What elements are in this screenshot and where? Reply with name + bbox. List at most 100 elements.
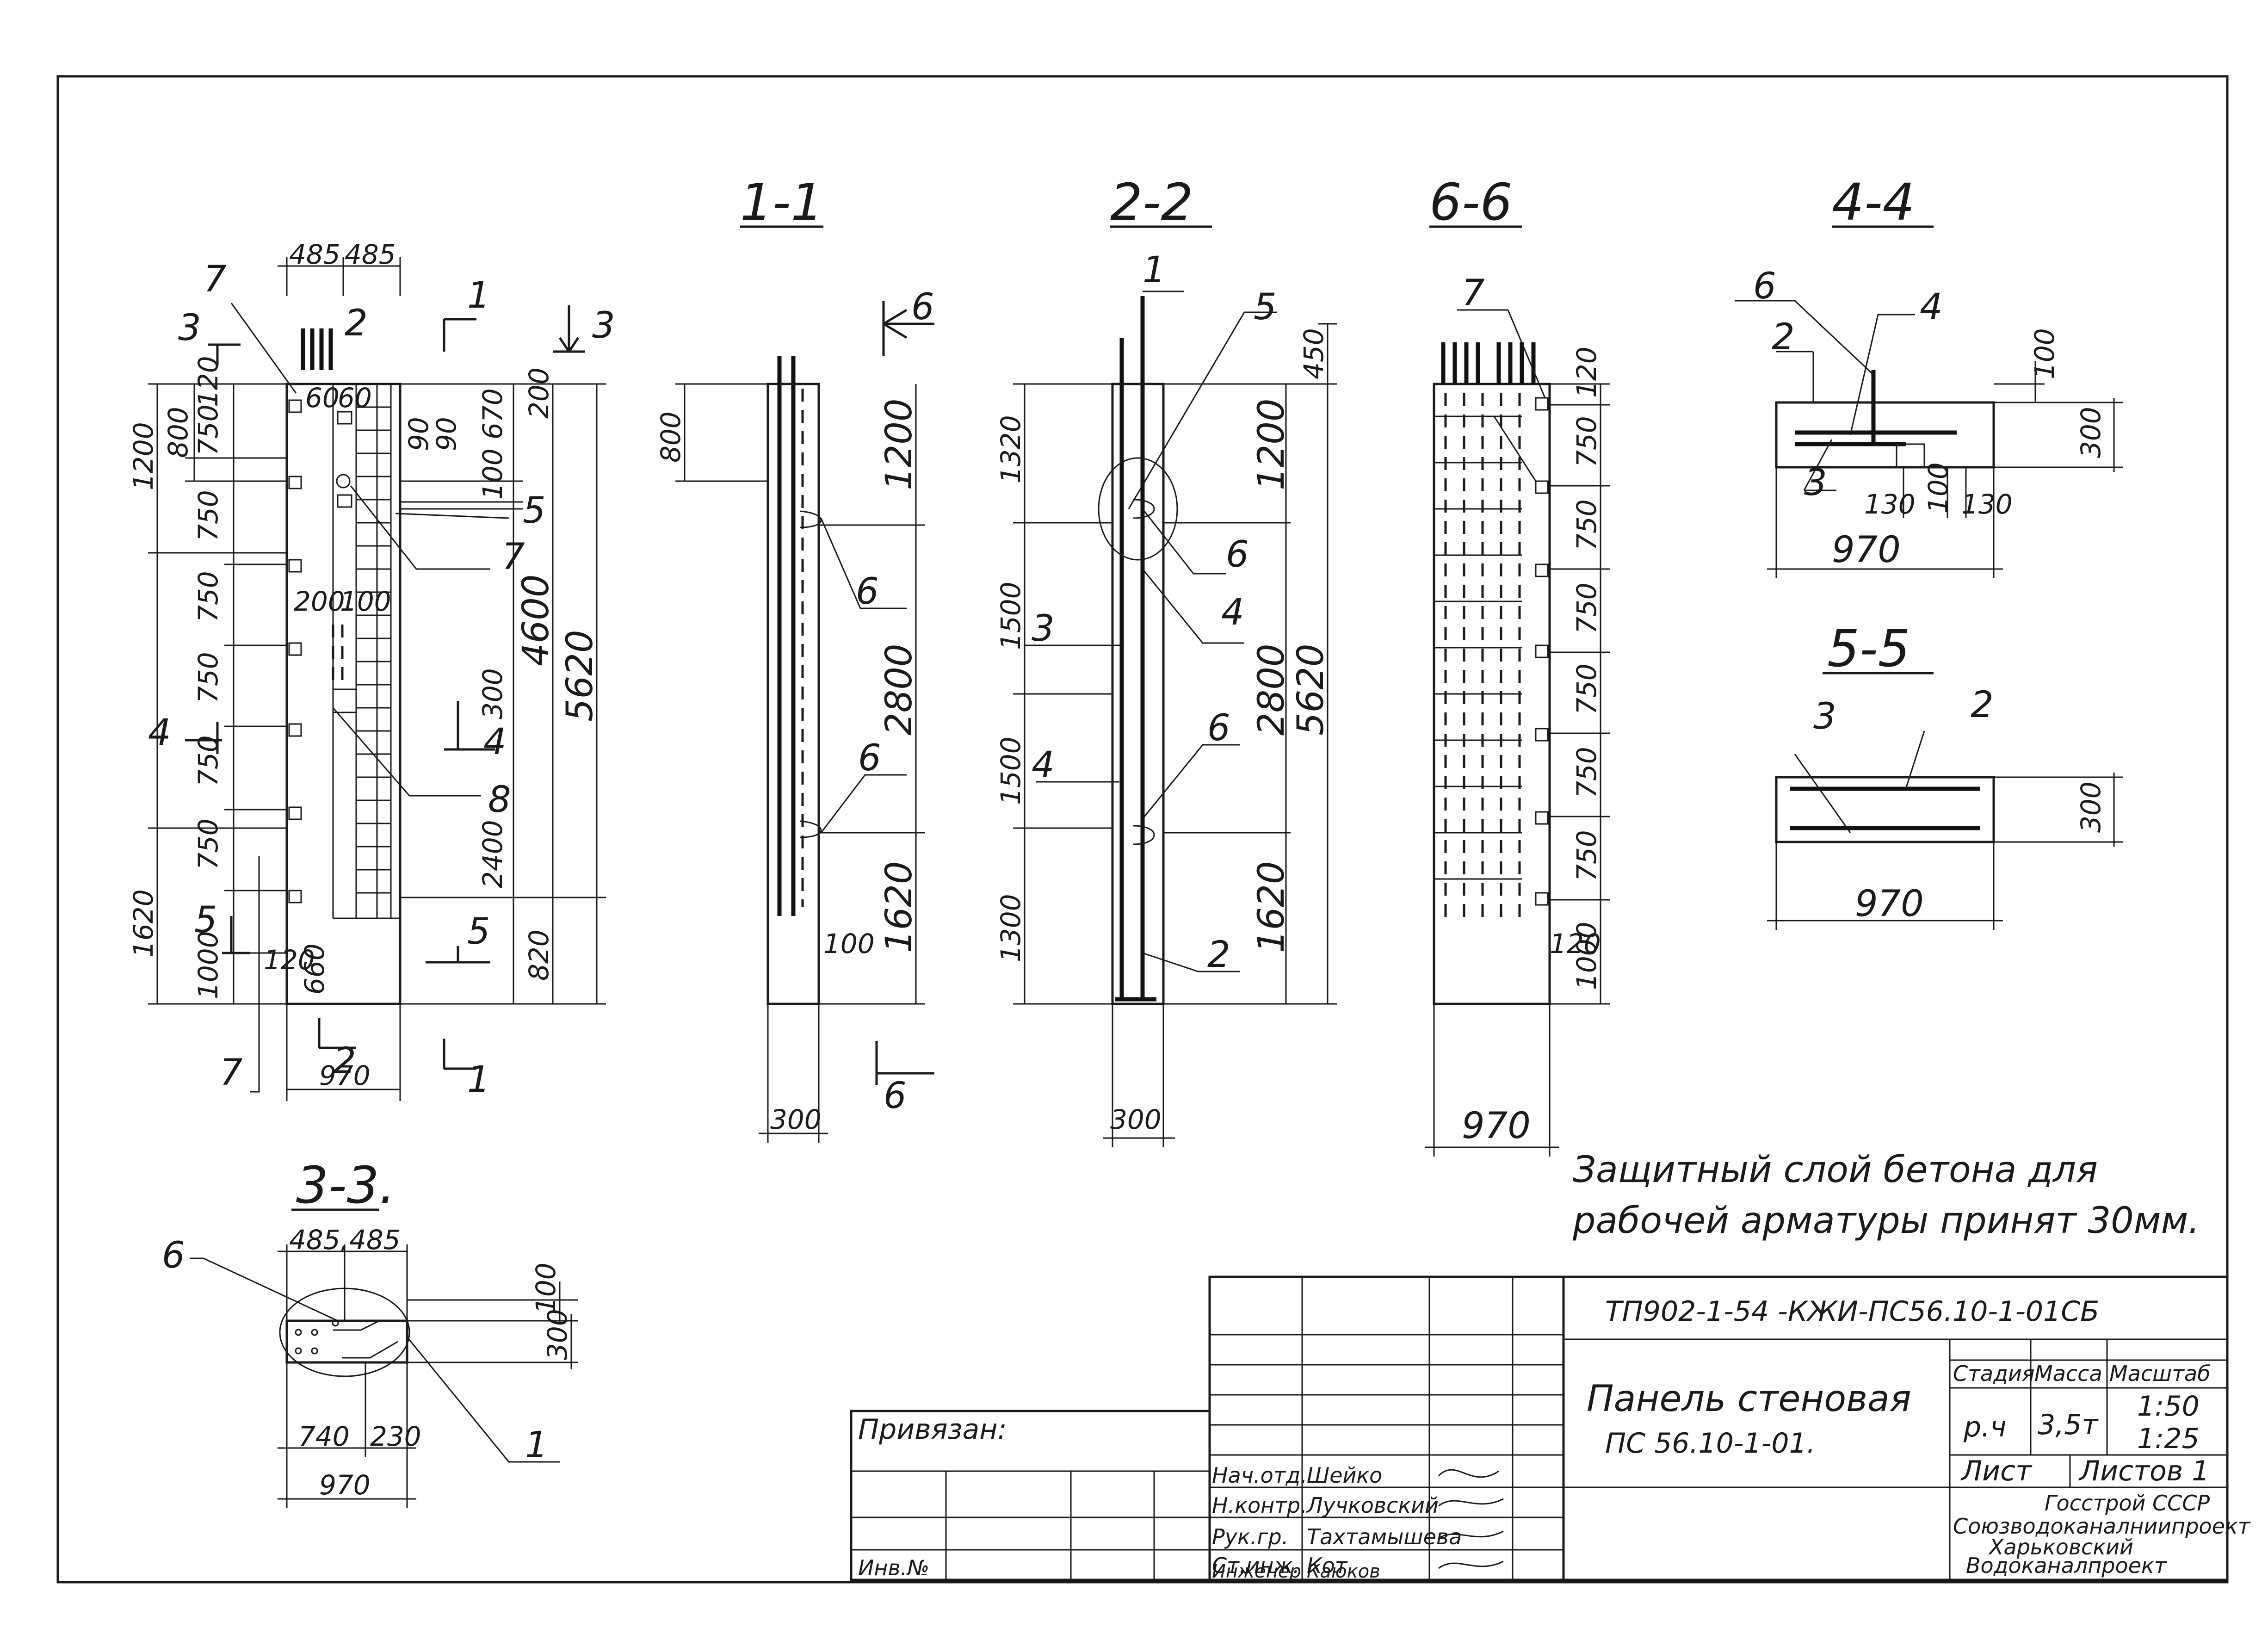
- elev-mark-8: 8: [488, 779, 511, 821]
- role-group: Рук.гр.: [1212, 1524, 1288, 1549]
- sec22-mark-1: 1: [1143, 249, 1166, 291]
- sec44-mark-6: 6: [1753, 266, 1776, 307]
- elev-small-dim-90b: 90: [431, 417, 462, 451]
- sec11-dim-2800: 2800: [878, 644, 920, 736]
- sec22-mark-6-b: 6: [1207, 707, 1230, 749]
- elev-mark-2: 2: [345, 303, 368, 344]
- section-6-6-title: 6-6: [1429, 173, 1513, 232]
- elev-left-dim-750-3: 750: [192, 571, 224, 622]
- elev-mark-7-top: 7: [204, 259, 227, 300]
- sec66-dim-120-top: 120: [1571, 347, 1602, 398]
- elev-left-dim-1620: 1620: [128, 889, 159, 958]
- elev-mark-7-mid: 7: [502, 536, 525, 578]
- sec11-dim-800: 800: [655, 411, 686, 463]
- sec66-dim-750-1: 750: [1571, 416, 1602, 467]
- section-4-4: 4-4 100 300 130 100 130 970 6 4 2 3: [1735, 173, 2123, 578]
- sec44-dim-970: 970: [1832, 529, 1901, 571]
- note-line-1: Защитный слой бетона для: [1573, 1149, 2098, 1191]
- sec44-dim-130-a: 130: [1864, 489, 1916, 520]
- sec66-dim-750-2: 750: [1571, 499, 1602, 551]
- section-3-3-title: 3-3.: [296, 1156, 396, 1215]
- sec33-dim-485b: 485: [349, 1224, 401, 1256]
- sec44-mark-2: 2: [1772, 316, 1795, 358]
- role-senior: Ст.инж.: [1212, 1553, 1300, 1578]
- note: Защитный слой бетона для рабочей арматур…: [1572, 1149, 2200, 1242]
- section-4-4-title: 4-4: [1832, 173, 1915, 232]
- sec55-dim-970: 970: [1855, 883, 1924, 925]
- sec11-cut-6-bottom: 6: [884, 1075, 907, 1117]
- sec22-dim-1500-b: 1500: [995, 736, 1026, 805]
- role-head: Нач.отд.: [1212, 1463, 1307, 1488]
- sec44-dim-130-b: 130: [1961, 489, 2013, 520]
- sec22-dim-2800: 2800: [1251, 644, 1292, 736]
- stage-header: Стадия: [1953, 1361, 2034, 1386]
- sheet-label: Лист: [1960, 1455, 2033, 1487]
- sheets-label: Листов 1: [2078, 1455, 2209, 1487]
- org-1: Госстрой СССР: [2045, 1491, 2210, 1516]
- elev-right-dim-5620: 5620: [559, 630, 601, 722]
- elev-left-dim-1200: 1200: [128, 422, 159, 490]
- elev-small-dim-60a: 60: [305, 382, 340, 414]
- section-3-3: 3-3. 485, 485 100 300 740 230 970 6 1: [162, 1156, 578, 1508]
- elev-left-dim-750-6: 750: [192, 818, 224, 870]
- sec44-mark-4: 4: [1920, 286, 1943, 328]
- sec66-dim-750-4: 750: [1571, 663, 1602, 715]
- rebar-mesh: [355, 384, 392, 918]
- sec33-mark-1: 1: [525, 1424, 548, 1466]
- sec22-mark-4-a: 4: [1221, 592, 1244, 633]
- sec11-mark-6-a: 6: [856, 571, 879, 613]
- sec55-mark-2: 2: [1971, 684, 1994, 726]
- elev-small-dim-100: 100: [477, 448, 508, 500]
- elev-right-dim-820: 820: [523, 929, 555, 981]
- sec44-dim-100: 100: [1922, 462, 1954, 514]
- cut-3-right: 3: [592, 305, 615, 347]
- sec11-mark-6-b: 6: [858, 737, 881, 779]
- elev-small-dim-120: 120: [192, 356, 224, 407]
- mass-value: 3,5т: [2038, 1409, 2099, 1441]
- sec11-cut-6-top: 6: [911, 286, 934, 328]
- sec22-dim-1320: 1320: [995, 415, 1026, 483]
- cut-5-left: 5: [194, 899, 217, 941]
- elev-small-dim-200-mid: 200: [294, 586, 345, 617]
- sec11-dim-1620: 1620: [878, 861, 920, 953]
- inv-label: Инв.№: [858, 1555, 929, 1580]
- name-control: Лучковский: [1306, 1493, 1439, 1518]
- sec66-mark-7: 7: [1462, 272, 1485, 314]
- elev-left-dim-750-4: 750: [192, 652, 224, 703]
- sec22-dim-1620: 1620: [1251, 861, 1292, 953]
- sec22-mark-2: 2: [1207, 934, 1230, 976]
- section-2-2: 2-2 1320 1500 1500 1300 450 1200 2800 16…: [995, 173, 1337, 1147]
- sec66-dim-970: 970: [1462, 1105, 1531, 1147]
- elev-left-dim-750-1: 750: [192, 404, 224, 456]
- panel-elevation: 485 485 1200 800 750 750 750 750 750 750…: [128, 239, 615, 1101]
- sec66-dim-750-5: 750: [1571, 747, 1602, 798]
- sec33-dim-740: 740: [298, 1421, 350, 1452]
- doc-code: ТП902-1-54 -КЖИ-ПС56.10-1-01СБ: [1605, 1295, 2099, 1328]
- mass-header: Масса: [2034, 1361, 2102, 1386]
- role-engineer-visible: Инженер: [1212, 1561, 1301, 1582]
- sec11-dim-100: 100: [823, 928, 875, 959]
- section-1-1: 1-1 800 1200 2800 1620 100 300 6 6 6 6: [655, 173, 934, 1143]
- org-4: Водоканалпроект: [1966, 1553, 2167, 1578]
- scale-value-2: 1:25: [2137, 1423, 2200, 1455]
- sec33-dim-485a: 485,: [289, 1224, 349, 1256]
- sheet-frame: [56, 75, 2229, 1584]
- name-group: Тахтамышева: [1307, 1524, 1462, 1549]
- sec33-dim-300: 300: [542, 1309, 573, 1360]
- elev-left-dim-1000: 1000: [192, 931, 224, 999]
- sec22-dim-450: 450: [1298, 328, 1329, 379]
- role-control: Н.контр.: [1212, 1493, 1307, 1518]
- section-2-2-title: 2-2: [1110, 173, 1193, 232]
- section-5-5: 5-5 300 970 3 2: [1767, 619, 2123, 930]
- panel-outline: [285, 383, 402, 1005]
- sec11-dim-1200: 1200: [878, 398, 920, 490]
- section-6-6: 6-6 120 750 750 750 750 750 750 1000 120…: [1425, 173, 1610, 1157]
- sec55-mark-3: 3: [1813, 696, 1836, 737]
- sec22-dim-1200: 1200: [1251, 398, 1292, 490]
- sec22-mark-5: 5: [1254, 286, 1277, 328]
- bound-label: Привязан:: [858, 1413, 1007, 1446]
- section-1-1-title: 1-1: [740, 173, 823, 232]
- elev-right-dim-4600: 4600: [515, 574, 557, 666]
- org-2: Союзводоканалниипроект: [1953, 1514, 2251, 1539]
